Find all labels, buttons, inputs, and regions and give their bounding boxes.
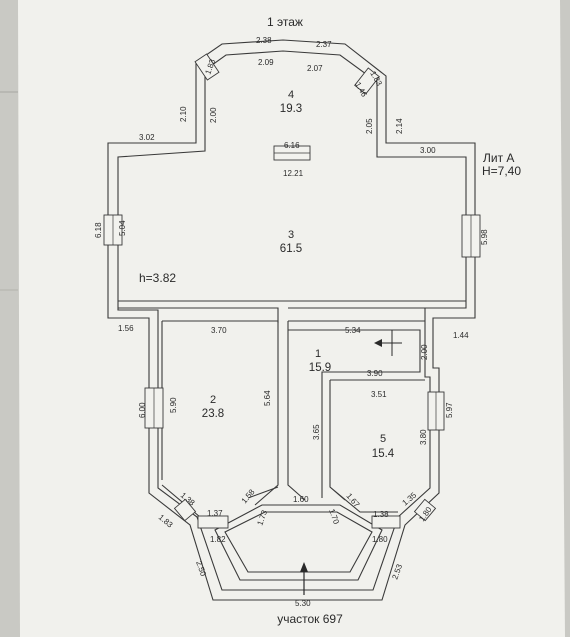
room-area: 15.9 [309,362,331,374]
window-room4-left [194,53,220,81]
room-2-label: 2 23.8 [202,394,224,420]
room-number: 1 [315,348,321,360]
room-area: 23.8 [202,408,224,420]
dim-label: 3.65 [312,424,321,440]
dim-label: 3.00 [420,146,436,155]
dim-label: 3.70 [211,326,227,335]
dim-label: 1.82 [210,535,226,544]
window-corner-left [173,498,197,522]
room-area: 61.5 [280,243,302,255]
bay-inner-line-2 [224,511,373,573]
windows [103,53,481,529]
dim-label: 2.05 [365,118,374,134]
lit-label: Лит А [483,151,514,165]
dim-label: 5.97 [445,402,454,418]
dim-label: 5.98 [480,229,489,245]
dim-label: 2.38 [256,36,272,45]
dim-label: 2.37 [316,40,332,49]
room-number: 3 [288,229,294,241]
window-bay-left [197,515,229,529]
dim-label: 5.34 [345,326,361,335]
dim-label: 2.09 [258,58,274,67]
dim-label: 6.16 [284,141,300,150]
room-4-label: 4 19.3 [280,89,302,115]
room-number: 5 [380,433,386,445]
room-number: 4 [288,89,294,101]
room-number: 2 [210,394,216,406]
dim-label: 5.90 [169,397,178,413]
dim-label: 1.37 [207,509,223,518]
dim-label: 6.18 [94,222,103,238]
dim-label: 1.56 [118,324,134,333]
wall-room3-bottom [118,300,466,323]
dim-label: 5.04 [118,220,127,236]
entrance-arrow [300,562,308,595]
room-area: 19.3 [280,103,302,115]
dim-label: 2.07 [307,64,323,73]
window-corner-right [413,498,437,522]
dim-label: 2.14 [395,118,404,134]
dim-label: 3.51 [371,390,387,399]
dim-label: 5.30 [295,599,311,608]
room-3-label: 3 61.5 [280,229,302,255]
window-room4-right [354,67,380,95]
height-label: H=7,40 [482,164,521,178]
dim-label: 2.00 [209,107,218,123]
dim-label: 2.10 [179,106,188,122]
room1-entry-arrow [374,330,402,356]
room-area: 15.4 [372,448,395,460]
wall-room5 [329,380,398,513]
dim-label: 3.90 [367,369,383,378]
room-1-label: 1 15.9 [309,348,331,374]
dim-label: 1.38 [373,510,389,519]
dim-label: 1.44 [453,331,469,340]
dim-label: 1.60 [293,495,309,504]
dim-label: 12.21 [283,169,304,178]
plot-label: участок 697 [277,612,343,626]
window-bay-right [371,515,401,529]
paper-sheet [18,0,565,637]
dim-label: 3.02 [139,133,155,142]
dim-label: 5.64 [263,390,272,406]
floor-title: 1 этаж [267,15,303,29]
bay-inner-line [214,504,383,581]
dim-label: 6.00 [138,402,147,418]
dim-label: 1.80 [372,535,388,544]
dim-label: 3.80 [419,429,428,445]
dim-label: 2.00 [420,344,429,360]
ceiling-height: h=3.82 [139,271,176,285]
wall-room1 [288,320,425,498]
room-5-label: 5 15.4 [372,433,395,460]
